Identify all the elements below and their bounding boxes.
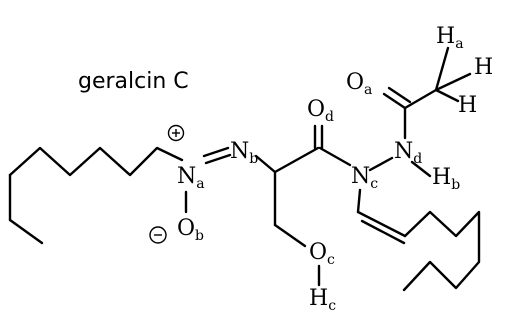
hexyl-chain-bond: [8, 146, 184, 177]
na-nb-double-bond-2: [204, 153, 232, 165]
heptyl-chain-bond: [402, 210, 481, 292]
c-nc-bond: [318, 146, 352, 167]
chain-tail-bond: [8, 218, 44, 245]
vinyl-double-bond-2: [360, 219, 406, 245]
nc-nd-bond: [368, 156, 394, 172]
nd-hb-bond: [410, 160, 432, 178]
atom-h-low: H: [458, 93, 477, 118]
cac-ch3-bond: [403, 88, 438, 110]
ch3-h-right-bond: [434, 72, 472, 92]
atom-ha-top: Ha: [436, 24, 464, 52]
atom-oa: Oa: [346, 70, 372, 98]
atom-hb: Hb: [432, 165, 460, 193]
compound-title: geralcin C: [78, 69, 189, 94]
atom-nb: Nb: [230, 139, 258, 167]
atom-od: Od: [307, 97, 334, 125]
ca-c-bond: [273, 146, 320, 174]
atom-h-right: H: [474, 55, 493, 80]
atom-oc: Oc: [309, 240, 335, 268]
atom-nc: Nc: [351, 164, 378, 192]
atom-ob: Ob: [177, 216, 204, 244]
ch3-ha-bond: [434, 46, 450, 92]
minus-charge-icon: [149, 226, 167, 244]
ch2-oc-bond: [273, 223, 307, 248]
cac-oa-double-bond-1: [382, 92, 407, 110]
cac-oa-double-bond-2: [387, 86, 412, 104]
ch3-h-low-bond: [434, 88, 460, 103]
vinyl-double-bond-1: [356, 210, 407, 238]
na-nb-double-bond-1: [202, 146, 230, 158]
nb-ca-bond: [254, 154, 277, 174]
atom-nd: Nd: [394, 139, 422, 167]
nc-vinyl-bond: [356, 188, 362, 214]
atom-hc: Hc: [309, 286, 336, 314]
plus-charge-icon: [167, 124, 185, 142]
atom-na: Na: [177, 164, 205, 192]
